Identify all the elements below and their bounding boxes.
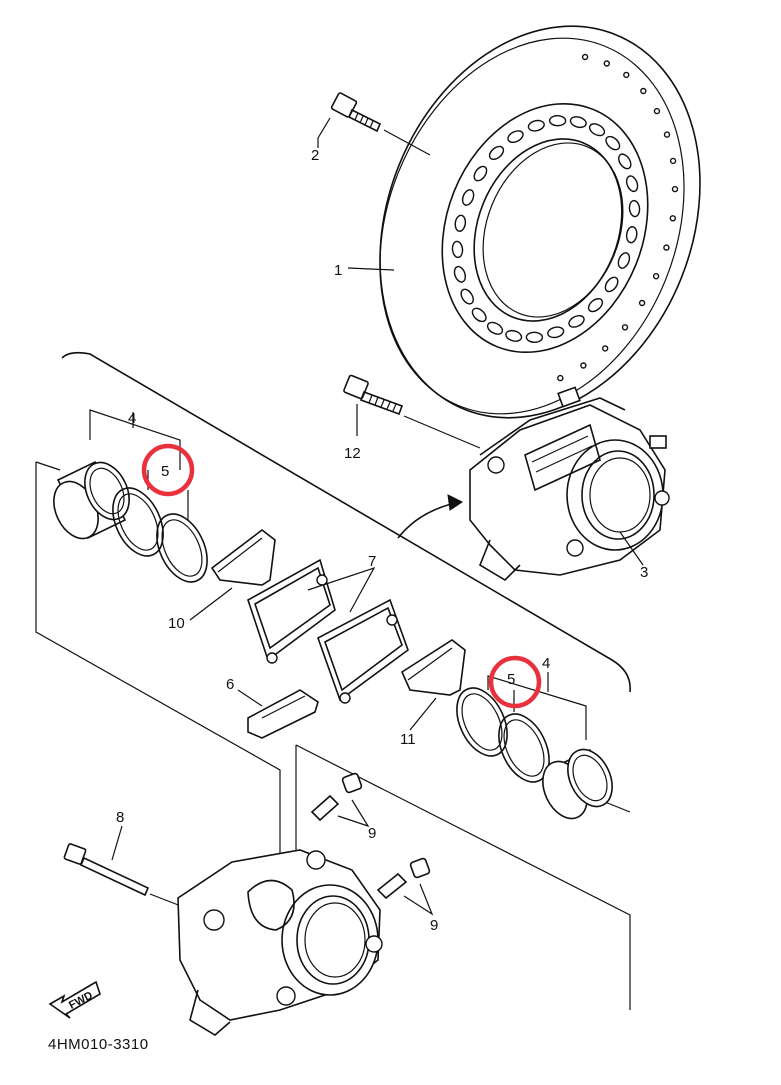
- disc-hole: [460, 288, 474, 305]
- caliper-body: [177, 849, 383, 1036]
- pad-spring-left: [210, 528, 276, 586]
- disc-hole: [461, 189, 475, 206]
- disc-hole: [628, 199, 641, 218]
- seal-right-a: [456, 687, 508, 757]
- disc-hole: [617, 252, 631, 269]
- seal-left-b: [156, 513, 208, 583]
- disc-small-hole: [652, 273, 660, 280]
- pad-spring-right: [400, 639, 466, 696]
- disc-hole: [625, 175, 639, 193]
- callout-11: 11: [400, 731, 416, 748]
- callout-4-right: 4: [542, 655, 550, 672]
- callout-labels: 1 2 3 4 4 5 5 6 7 8 9 9 10 11 12: [116, 147, 648, 934]
- disc-hole: [547, 326, 565, 339]
- disc-hole: [527, 119, 545, 132]
- callout-3: 3: [640, 564, 648, 581]
- highlight-circle-left: [141, 443, 195, 497]
- callout-9-lower: 9: [430, 917, 438, 934]
- disc-hole: [604, 276, 619, 293]
- disc-hole: [569, 116, 587, 129]
- disc-small-hole: [663, 131, 671, 138]
- disc-small-hole: [581, 53, 589, 61]
- disc-hole: [486, 321, 504, 335]
- callout-9-upper: 9: [368, 825, 376, 842]
- disc-small-hole: [623, 71, 630, 79]
- callout-5-left: 5: [161, 463, 169, 480]
- disc-small-hole: [669, 215, 676, 222]
- disc-small-hole: [557, 374, 564, 382]
- bleed-screw-upper: [310, 772, 363, 822]
- disc-small-hole: [669, 157, 677, 165]
- disc-hole: [453, 265, 467, 283]
- disc-small-hole: [663, 244, 670, 251]
- fwd-arrow-icon: FWD: [48, 980, 101, 1019]
- callout-10: 10: [168, 615, 185, 632]
- brake-disc: [379, 25, 701, 419]
- fwd-label: FWD: [67, 989, 95, 1011]
- callout-6: 6: [226, 676, 234, 693]
- callout-8: 8: [116, 809, 124, 826]
- disc-hole: [587, 297, 604, 313]
- brake-pad-left: [247, 558, 336, 664]
- caliper-bolt: [343, 374, 404, 416]
- disc-hole: [568, 314, 585, 328]
- piston-right: [542, 748, 613, 820]
- disc-hole: [505, 329, 523, 342]
- caliper-assembly: [469, 386, 670, 582]
- highlight-circle-right: [488, 655, 542, 709]
- brake-pad-right: [317, 598, 409, 704]
- callout-4-left: 4: [128, 410, 136, 427]
- seal-right-b: [498, 713, 550, 783]
- long-bolt: [63, 843, 150, 897]
- disc-hole: [473, 165, 488, 182]
- part-code: 4HM010-3310: [48, 1036, 149, 1053]
- callout-12: 12: [344, 445, 361, 462]
- callout-7: 7: [368, 553, 376, 570]
- disc-small-hole: [603, 60, 610, 67]
- piston-left: [53, 460, 130, 540]
- callout-1: 1: [334, 262, 342, 279]
- pad-clip: [247, 689, 319, 739]
- disc-small-hole: [640, 87, 647, 95]
- disc-bolt: [330, 92, 382, 133]
- disc-small-hole: [638, 299, 646, 307]
- disc-hole: [525, 331, 544, 344]
- disc-hole: [488, 145, 505, 161]
- disc-hole: [507, 130, 524, 144]
- disc-hole: [605, 135, 621, 151]
- disc-small-hole: [602, 345, 609, 352]
- callout-2: 2: [311, 147, 319, 164]
- disc-small-hole: [621, 324, 629, 331]
- disc-hole: [618, 153, 632, 170]
- disc-small-hole: [580, 362, 587, 369]
- disc-hole: [471, 307, 487, 323]
- disc-hole: [588, 123, 606, 137]
- disc-small-hole: [671, 185, 679, 193]
- disc-hole: [625, 226, 638, 244]
- disc-hole: [548, 114, 567, 127]
- disc-hole: [451, 240, 464, 259]
- bleed-screw-lower: [376, 857, 431, 900]
- seal-left-a: [112, 487, 164, 557]
- disc-hole: [454, 214, 467, 232]
- callout-5-right: 5: [507, 671, 515, 688]
- disc-small-hole: [653, 107, 661, 115]
